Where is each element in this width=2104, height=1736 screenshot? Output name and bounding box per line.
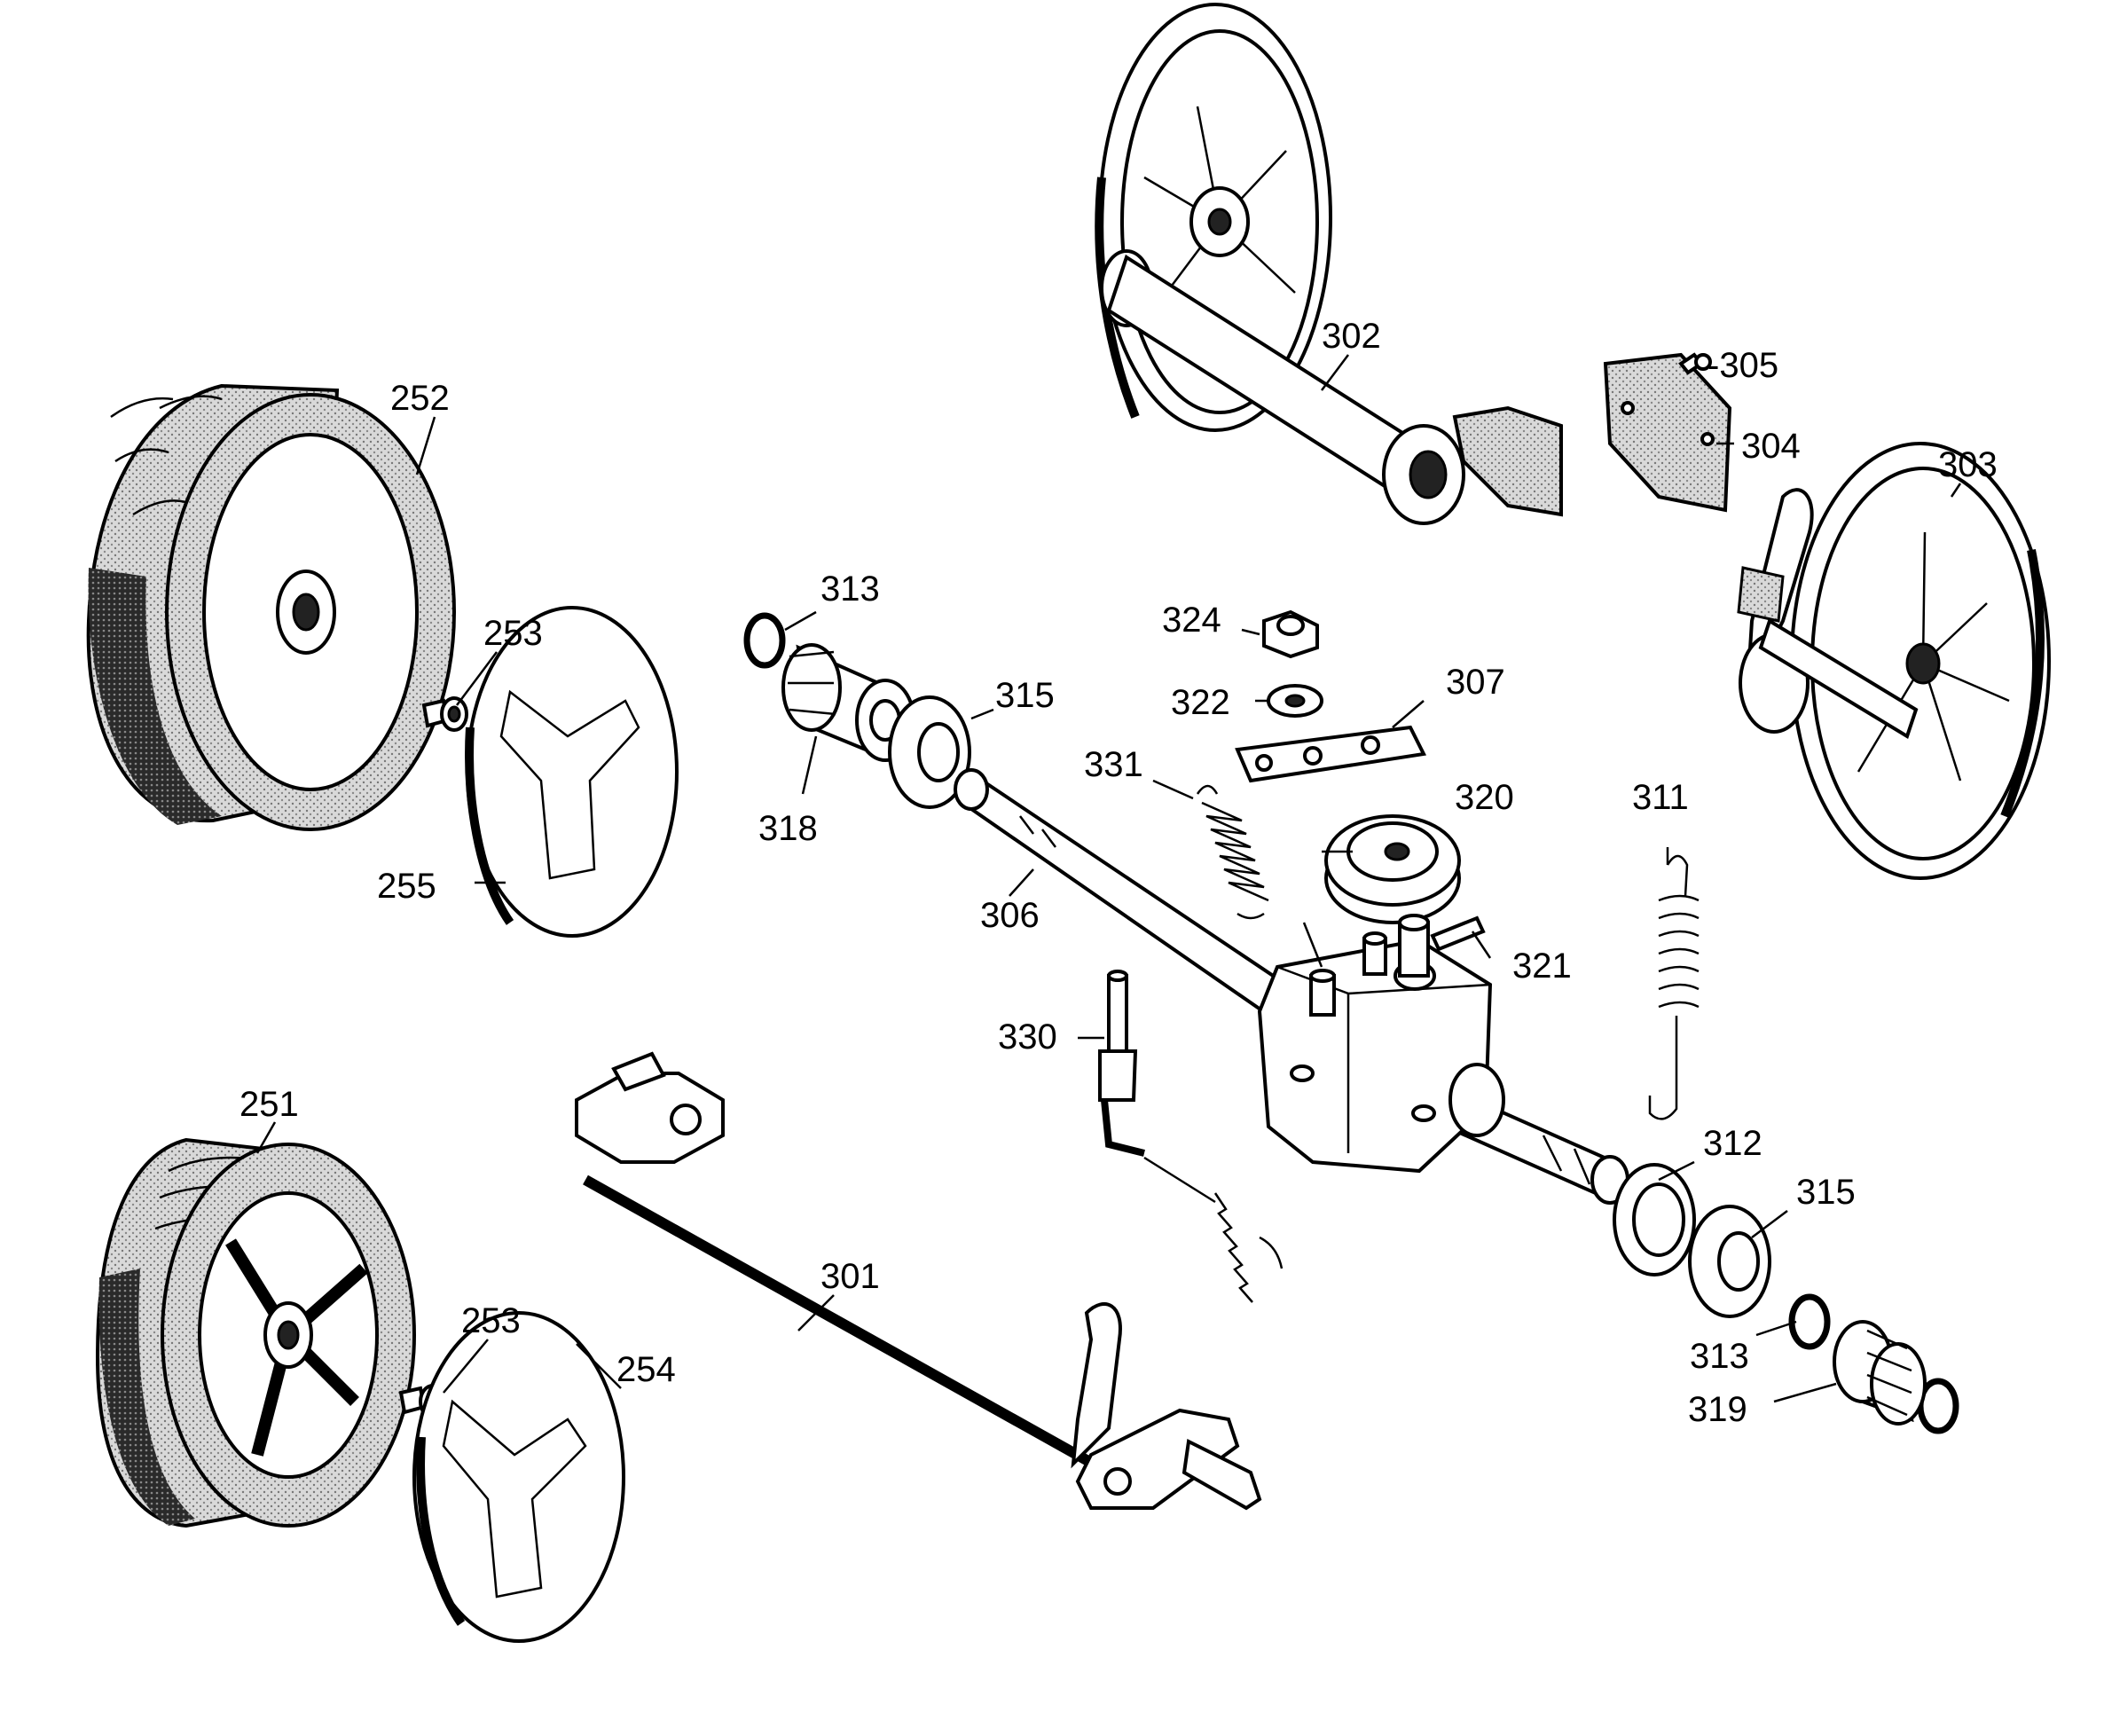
washer-315-lower [1688,1205,1771,1318]
pinion-gear-319 [1833,1320,1927,1426]
wheel-302 [1095,3,1563,525]
label-255: 255 [377,867,436,906]
label-252: 252 [390,379,450,418]
label-302: 302 [1322,317,1381,356]
bracket-304 [1603,352,1732,513]
nut-324 [1262,609,1319,659]
pinion-gear-318 [781,643,915,762]
pulley-320 [1324,814,1461,924]
wheel-252 [86,383,456,831]
label-301: 301 [820,1257,880,1296]
label-304: 304 [1741,427,1801,466]
label-251: 251 [239,1085,299,1124]
label-321: 321 [1512,947,1572,986]
gearbox-housing [1257,914,1505,1174]
bearing-312 [1613,1163,1696,1276]
screw-305 [1678,352,1712,375]
label-311: 311 [1632,778,1689,817]
label-324: 324 [1162,601,1221,640]
bolt-253-upper [421,696,468,732]
label-305: -305 [1708,346,1778,385]
label-320: 320 [1455,778,1514,817]
label-322: 322 [1171,683,1230,722]
label-253-lower: 253 [461,1301,521,1340]
plate-307 [1235,725,1427,783]
washer-322 [1267,684,1323,718]
control-rod-330 [1098,970,1284,1303]
label-313-upper: 313 [820,570,880,609]
label-254: 254 [616,1350,676,1389]
label-319: 319 [1688,1390,1747,1429]
leader-lines [255,354,1962,1403]
hub-cap-255 [465,606,679,938]
washer-315-upper [888,695,971,809]
label-315-lower: 315 [1796,1173,1856,1212]
label-306: 306 [980,896,1040,935]
label-253-upper: 253 [483,614,543,653]
snap-ring-313-upper [743,612,786,669]
label-318: 318 [758,809,818,848]
front-axle-301 [575,1051,1262,1511]
label-312: 312 [1703,1124,1762,1163]
label-331: 331 [1084,745,1143,784]
label-303: 303 [1938,445,1998,484]
label-307: 307 [1446,663,1505,702]
hub-cap-254 [412,1311,625,1643]
part-labels: 252 253 255 251 253 254 301 302 303 304 … [239,317,1998,1429]
wheel-303 [1737,442,2051,880]
spring-311 [1648,854,1700,1120]
label-313-lower: 313 [1690,1337,1749,1376]
pin-321 [1430,915,1486,952]
label-330: 330 [998,1017,1057,1057]
spring-331 [1196,784,1269,920]
wheel-251 [95,1137,416,1528]
label-315-upper: 315 [995,676,1055,715]
